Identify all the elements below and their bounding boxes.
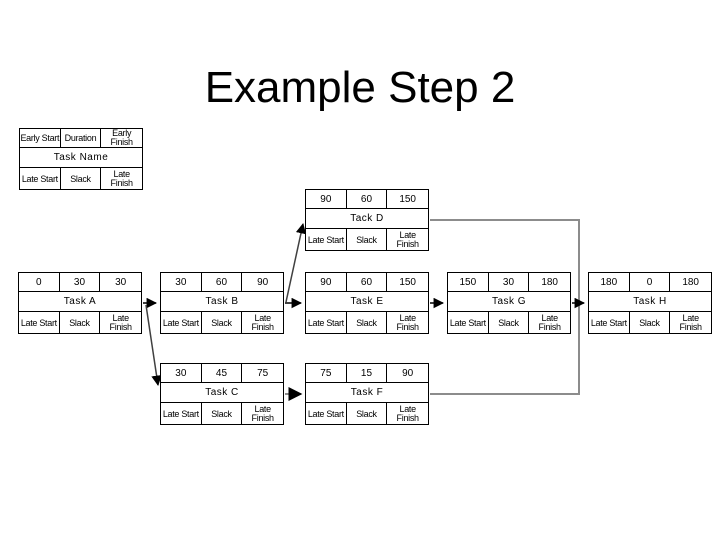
late-finish-label: Late Finish — [251, 403, 275, 423]
task-name: Task F — [306, 383, 428, 403]
legend-duration-label: Duration — [60, 129, 102, 148]
task-box-c: 30 45 75 Task C Late Start Slack Late Fi… — [160, 363, 284, 425]
late-finish-label: Late Finish — [396, 229, 420, 249]
duration-value: 0 — [629, 273, 671, 292]
slack-label: Slack — [630, 312, 671, 333]
early-finish-value: 30 — [100, 273, 141, 292]
slack-label: Slack — [60, 312, 101, 333]
duration-value: 60 — [346, 190, 388, 209]
late-start-label: Late Start — [161, 312, 202, 333]
late-finish-label: Late Finish — [396, 312, 420, 332]
slack-label: Slack — [347, 229, 388, 250]
late-start-label: Late Start — [161, 403, 202, 424]
legend-late-finish-label: Late Finish — [110, 168, 134, 188]
legend-task-name-label: Task Name — [20, 148, 142, 168]
duration-value: 30 — [59, 273, 101, 292]
slide-title: Example Step 2 — [204, 63, 516, 112]
slack-label: Slack — [347, 403, 388, 424]
early-finish-value: 150 — [387, 273, 428, 292]
early-finish-value: 150 — [387, 190, 428, 209]
early-finish-value: 180 — [670, 273, 711, 292]
late-finish-label: Late Finish — [109, 312, 133, 332]
connector-b-d — [285, 222, 307, 303]
late-start-label: Late Start — [306, 403, 347, 424]
duration-value: 15 — [346, 364, 388, 383]
late-start-label: Late Start — [448, 312, 489, 333]
early-start-value: 0 — [19, 273, 60, 292]
late-finish-label: Late Finish — [538, 312, 562, 332]
task-box-f: 75 15 90 Task F Late Start Slack Late Fi… — [305, 363, 429, 425]
early-finish-value: 75 — [242, 364, 283, 383]
task-name: Task C — [161, 383, 283, 403]
early-start-value: 30 — [161, 273, 202, 292]
late-start-label: Late Start — [589, 312, 630, 333]
early-start-value: 180 — [589, 273, 630, 292]
late-start-label: Late Start — [19, 312, 60, 333]
early-start-value: 90 — [306, 190, 347, 209]
late-start-label: Late Start — [306, 229, 347, 250]
task-name: Task G — [448, 292, 570, 312]
early-finish-value: 180 — [529, 273, 570, 292]
late-finish-label: Late Finish — [679, 312, 703, 332]
task-box-b: 30 60 90 Task B Late Start Slack Late Fi… — [160, 272, 284, 334]
duration-value: 60 — [346, 273, 388, 292]
task-box-d: 90 60 150 Tack D Late Start Slack Late F… — [305, 189, 429, 251]
connector-a-c — [145, 304, 162, 387]
early-finish-value: 90 — [387, 364, 428, 383]
duration-value: 30 — [488, 273, 530, 292]
slack-label: Slack — [202, 312, 243, 333]
early-start-value: 30 — [161, 364, 202, 383]
early-start-value: 90 — [306, 273, 347, 292]
early-start-value: 150 — [448, 273, 489, 292]
legend-early-finish-label: Early Finish — [101, 129, 142, 148]
late-finish-label: Late Finish — [396, 403, 420, 423]
duration-value: 45 — [201, 364, 243, 383]
task-name: Task A — [19, 292, 141, 312]
task-box-g: 150 30 180 Task G Late Start Slack Late … — [447, 272, 571, 334]
legend-box: Early Start Duration Early Finish Task N… — [19, 128, 143, 190]
task-name: Tack D — [306, 209, 428, 229]
task-name: Task B — [161, 292, 283, 312]
slack-label: Slack — [347, 312, 388, 333]
task-name: Task H — [589, 292, 711, 312]
duration-value: 60 — [201, 273, 243, 292]
task-box-e: 90 60 150 Task E Late Start Slack Late F… — [305, 272, 429, 334]
legend-early-start-label: Early Start — [20, 129, 61, 148]
legend-slack-label: Slack — [61, 168, 102, 189]
late-start-label: Late Start — [306, 312, 347, 333]
early-finish-value: 90 — [242, 273, 283, 292]
late-finish-label: Late Finish — [251, 312, 275, 332]
legend-late-start-label: Late Start — [20, 168, 61, 189]
early-start-value: 75 — [306, 364, 347, 383]
task-name: Task E — [306, 292, 428, 312]
slack-label: Slack — [489, 312, 530, 333]
task-box-h: 180 0 180 Task H Late Start Slack Late F… — [588, 272, 712, 334]
task-box-a: 0 30 30 Task A Late Start Slack Late Fin… — [18, 272, 142, 334]
slack-label: Slack — [202, 403, 243, 424]
